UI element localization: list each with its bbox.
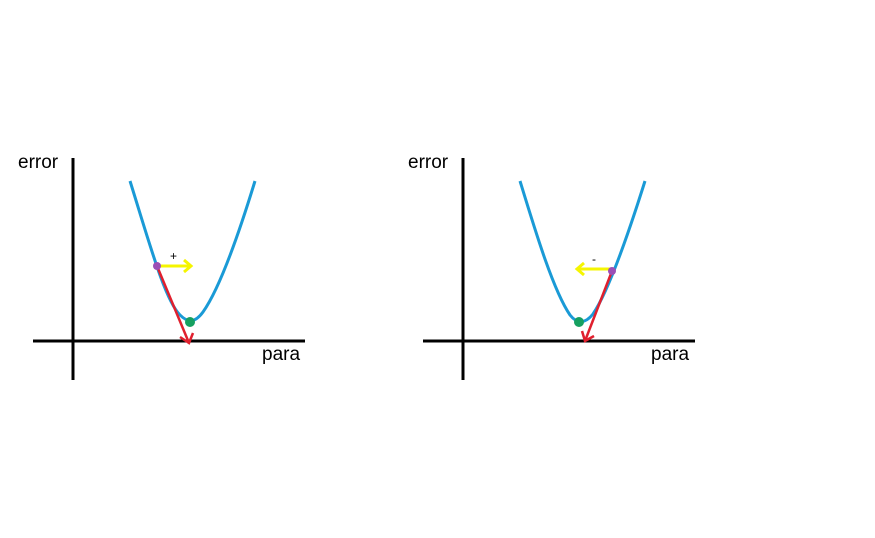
step-sign-label: +	[170, 249, 177, 263]
x-axis-label: para	[651, 344, 689, 365]
step-sign-label: -	[592, 252, 596, 266]
step-arrow-head	[574, 261, 585, 277]
x-axis-label: para	[262, 344, 300, 365]
tangent-arrow-shaft	[155, 265, 191, 344]
error-curve	[128, 180, 257, 323]
minimum-point	[574, 317, 584, 327]
diagram-negative-step: error para -	[408, 152, 695, 380]
current-point	[153, 262, 161, 270]
error-curve	[518, 180, 647, 324]
tangent-arrow-head	[179, 332, 195, 345]
y-axis-label: error	[18, 152, 59, 173]
diagram-positive-step: error para +	[18, 152, 305, 380]
minimum-point	[185, 317, 195, 327]
y-axis-label: error	[408, 152, 449, 173]
step-arrow-head	[183, 258, 194, 274]
tangent-arrow-head	[580, 330, 595, 343]
tangent-arrow-shaft	[583, 270, 614, 342]
current-point	[608, 267, 616, 275]
